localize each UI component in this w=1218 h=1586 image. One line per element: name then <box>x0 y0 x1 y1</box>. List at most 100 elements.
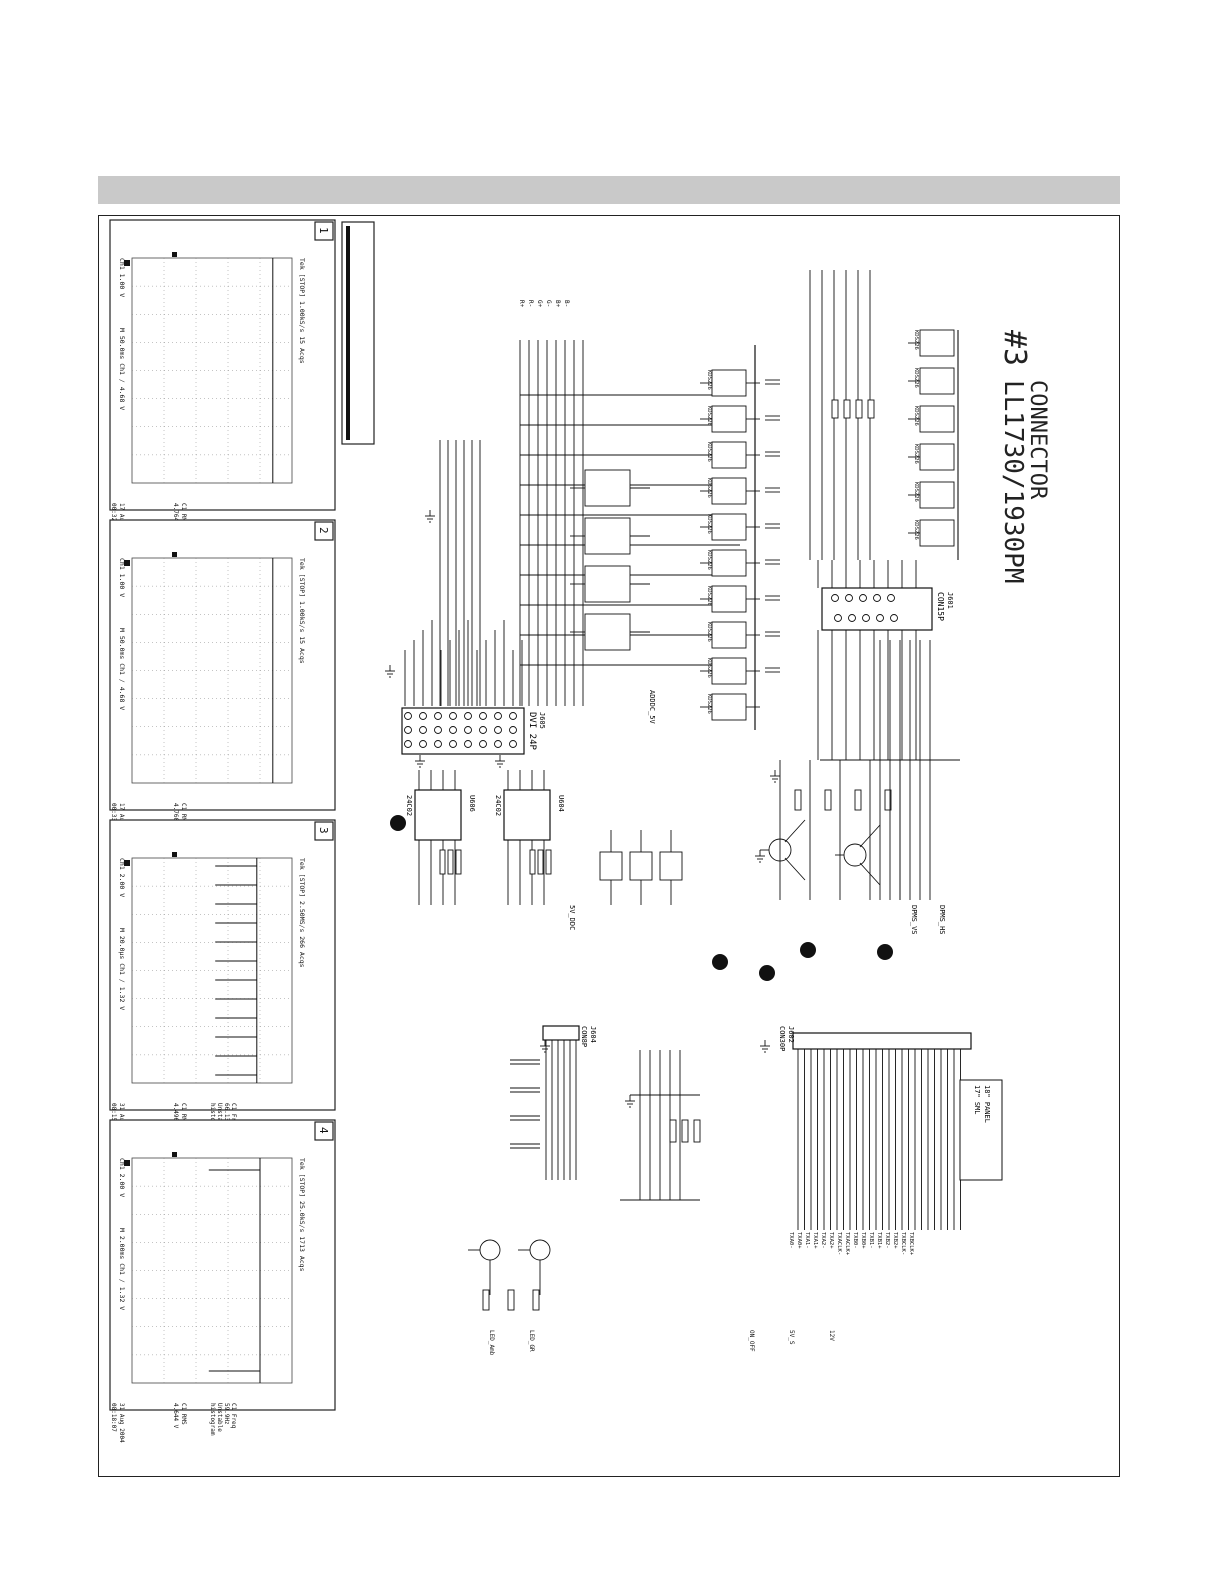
power-label: 5V_S <box>788 1330 795 1345</box>
scope-panel-number: 3 <box>317 827 330 834</box>
scope-time: 00:32:18 <box>110 503 117 532</box>
diode-label-2: KDS226 <box>913 406 919 426</box>
sheet-title-model: LL1730/1930PM <box>998 380 1028 584</box>
lvds-signal-labels: TXA0-TXA0+TXA1-TXA1+TXA2-TXA2+TXACLK-TXA… <box>788 1232 914 1256</box>
diode-label: KDS226 <box>706 658 712 678</box>
lvds-label: TXACLK- <box>836 1232 842 1255</box>
diode-label-2: KDS226 <box>913 444 919 464</box>
scope-ch1-scale: Ch1 2.00 V <box>118 858 126 897</box>
dsub-connector-ref: J601 <box>946 592 954 609</box>
scope-panel-number: 1 <box>317 227 330 234</box>
scope-ch1-scale: Ch1 1.00 V <box>118 258 126 297</box>
addc-5v-label: ADDDC_5V <box>648 690 656 725</box>
dvi-connector-label: DVI 24P <box>527 712 537 751</box>
eeprom-2-part: 24C02 <box>494 795 502 816</box>
diode-label: KDS226 <box>706 586 712 606</box>
scope-timebase: M 20.0μs Ch1 / 1.32 V <box>118 928 126 1010</box>
diode-label-2: KDS226 <box>913 368 919 388</box>
info-strip <box>341 221 375 445</box>
eeprom-ic-1: 24C02 U606 <box>405 789 476 841</box>
rgb-signal-labels: R+R-G+G-B+B- <box>518 300 570 308</box>
sheet-number: #3 <box>997 330 1032 366</box>
scope-header: Tek [STOP] 25.0kS/s 1713 Acqs <box>298 1158 306 1272</box>
dvi-connector: DVI 24P J605 <box>401 707 546 755</box>
ddc-5v-label: 5V_DDC <box>568 905 576 930</box>
scope-timebase: M 50.0ms Ch1 / 4.68 V <box>118 628 126 710</box>
scope-header: Tek [STOP] 1.00kS/s 15 Acqs <box>298 558 306 664</box>
scope-header: Tek [STOP] 1.00kS/s 15 Acqs <box>298 258 306 364</box>
sheet-title: #3 LL1730/1930PM CONNECTOR <box>997 330 1050 584</box>
scope-measure: C1 RMS <box>180 803 187 825</box>
scope-panel-number-box <box>314 821 334 841</box>
lvds-label: TXA1- <box>804 1232 810 1249</box>
scope-ch1-scale: Ch1 2.00 V <box>118 1158 126 1197</box>
scope-extra-2: Unstable <box>216 1103 223 1132</box>
scope-panel-number-box <box>314 1121 334 1141</box>
scope-extra-0: C1 Freq <box>230 1403 237 1429</box>
scope-time: 08:15:53 <box>110 1103 117 1132</box>
section-header-bar <box>98 176 1120 204</box>
diode-label: KDS226 <box>706 550 712 570</box>
lvds-label: TXB0+ <box>860 1232 866 1249</box>
diode-label: KDS226 <box>706 694 712 714</box>
lvds-connector: CON30P J602 <box>778 1026 972 1051</box>
scope-measure-value: 4.496 V <box>172 1103 179 1129</box>
test-point-3 <box>759 965 775 981</box>
diode-label: KDS226 <box>706 478 712 498</box>
panel-connector-ref: J604 <box>589 1026 597 1043</box>
lvds-label: TXB2- <box>884 1232 890 1249</box>
eeprom-ic-2: 24C02 U604 <box>494 789 565 841</box>
power-label: LED_Amb <box>488 1330 495 1356</box>
panel-note-18: 18" PANEL <box>983 1085 991 1123</box>
lvds-label: TXBCLK- <box>900 1232 906 1255</box>
scope-extra-2: Unstable <box>216 1403 223 1432</box>
diode-label-2: KDS226 <box>913 482 919 502</box>
scope-date: 31 Aug 2004 <box>118 1403 125 1443</box>
diode-label-2: KDS226 <box>913 330 919 350</box>
scope-panel-number-box <box>314 521 334 541</box>
lvds-label: TXB0- <box>852 1232 858 1249</box>
dsub-connector-label: CON15P <box>936 592 945 621</box>
test-point-2 <box>712 954 728 970</box>
rgb-label: R- <box>527 300 534 307</box>
diode-label: KDS226 <box>706 442 712 462</box>
power-label: LED_GR <box>528 1330 535 1352</box>
eeprom-1-part: 24C02 <box>405 795 413 816</box>
lvds-label: TXACLK+ <box>844 1232 850 1256</box>
diode-label-2: KDS226 <box>913 520 919 540</box>
eeprom-1-ref: U606 <box>468 795 476 812</box>
diode-array: KDS226KDS226KDS226KDS226KDS226KDS226KDS2… <box>706 330 919 714</box>
test-point-5 <box>877 944 893 960</box>
schematic-wiring <box>385 270 961 1311</box>
lvds-label: TXA0+ <box>796 1232 802 1249</box>
dsub-connector: CON15P J601 <box>821 587 954 631</box>
lvds-connector-ref: J602 <box>787 1026 795 1043</box>
scope-panel-number: 4 <box>317 1127 330 1134</box>
dvi-connector-ref: J605 <box>538 712 546 729</box>
scope-measure: C1 RMS <box>180 503 187 525</box>
panel-note-box: 18" PANEL 17" SML <box>959 1079 1003 1181</box>
scope-panel-number-box <box>314 221 334 241</box>
scope-measure-value: 4.760 V <box>172 803 179 829</box>
scope-measure-value: 4.644 V <box>172 1403 179 1429</box>
scope-header: Tek [STOP] 2.50MS/s 266 Acqs <box>298 858 306 968</box>
scope-timebase: M 50.0ms Ch1 / 4.68 V <box>118 328 126 410</box>
panel-connector: CON8P J604 <box>542 1025 597 1047</box>
eeprom-2-ref: U604 <box>557 795 565 812</box>
power-label: 12V <box>828 1330 835 1341</box>
diode-label: KDS226 <box>706 406 712 426</box>
scope-ch1-scale: Ch1 1.00 V <box>118 558 126 597</box>
hsync-label: DPMS_HS <box>938 905 946 935</box>
scope-timebase: M 2.00ms Ch1 / 1.32 V <box>118 1228 126 1310</box>
panel-note-17: 17" SML <box>973 1085 981 1115</box>
sheet-title-connector: CONNECTOR <box>1025 380 1050 500</box>
schematic-frame <box>98 215 1120 1477</box>
lvds-connector-label: CON30P <box>778 1026 786 1051</box>
diode-label: KDS226 <box>706 622 712 642</box>
